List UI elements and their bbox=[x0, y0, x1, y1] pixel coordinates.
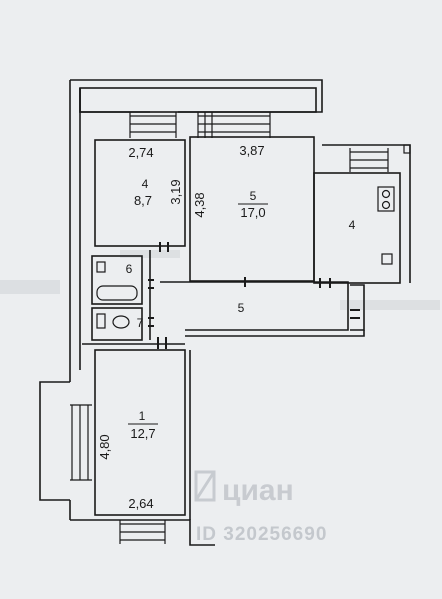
window-kitchen bbox=[349, 148, 389, 172]
burner-icon bbox=[381, 200, 391, 210]
hall-lower-wall bbox=[185, 330, 365, 337]
sink-icon bbox=[96, 261, 106, 273]
room-1-area: 12,7 bbox=[130, 426, 155, 441]
windows bbox=[70, 112, 389, 544]
wc-outline bbox=[91, 307, 143, 341]
window-top-middle bbox=[197, 112, 271, 138]
room-5-dim-side: 4,38 bbox=[192, 192, 207, 217]
window-left-balcony bbox=[70, 404, 92, 481]
burner-icon bbox=[381, 189, 391, 199]
wc-tank-icon bbox=[96, 313, 106, 329]
room-7-number: 7 bbox=[137, 316, 144, 330]
kitchen-sink-icon bbox=[381, 253, 393, 265]
room-1-dim-bottom: 2,64 bbox=[128, 496, 153, 511]
watermark-id: ID 320256690 bbox=[196, 524, 327, 545]
room-hall-number: 5 bbox=[238, 301, 245, 315]
watermark-brand: циан bbox=[222, 474, 294, 507]
room-4-left-dim-top: 2,74 bbox=[128, 145, 153, 160]
room-4-left-number: 4 bbox=[142, 177, 149, 191]
room-5-number: 5 bbox=[250, 189, 257, 203]
room-4-left-dim-side: 3,19 bbox=[168, 179, 183, 204]
room-kitchen-outline bbox=[313, 172, 401, 284]
room-5-dim-top: 3,87 bbox=[239, 143, 264, 158]
vent-icon bbox=[403, 144, 411, 154]
room-5-area: 17,0 bbox=[240, 205, 265, 220]
bathtub-icon bbox=[96, 285, 138, 301]
hall-outline bbox=[160, 281, 349, 331]
doors bbox=[148, 242, 360, 349]
walls bbox=[39, 79, 411, 546]
room-1-dim-side: 4,80 bbox=[97, 434, 112, 459]
watermark: циан ID 320256690 bbox=[194, 470, 327, 545]
room-4-left-area: 8,7 bbox=[134, 193, 152, 208]
room-4-left-outline bbox=[94, 139, 186, 247]
stove-icon bbox=[377, 186, 395, 212]
room-6-number: 6 bbox=[126, 262, 133, 276]
fixtures bbox=[96, 144, 411, 329]
cian-logo-icon bbox=[194, 470, 216, 502]
toilet-icon bbox=[112, 315, 130, 329]
room-kitchen-number: 4 bbox=[349, 218, 356, 232]
bathroom-outline bbox=[91, 255, 143, 305]
window-top-left bbox=[129, 112, 177, 138]
room-1-number: 1 bbox=[139, 409, 146, 423]
room-1-outline bbox=[94, 349, 186, 516]
outer-wall-bottom bbox=[70, 519, 215, 546]
hall-niche bbox=[350, 284, 365, 331]
left-balcony bbox=[39, 381, 70, 501]
window-bottom bbox=[119, 520, 166, 544]
